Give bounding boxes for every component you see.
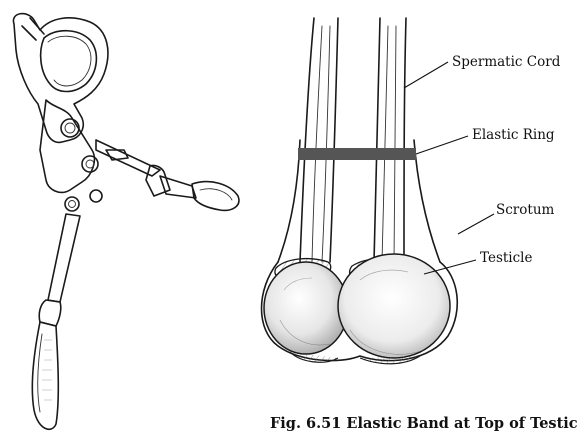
figure-caption: Fig. 6.51 Elastic Band at Top of Testic: [270, 415, 578, 432]
label-scrotum: Scrotum: [458, 202, 555, 234]
scrotum-diagram: [262, 18, 458, 364]
label-scrotum-text: Scrotum: [496, 202, 555, 218]
label-elastic-ring: Elastic Ring: [416, 127, 555, 154]
label-elastic-ring-text: Elastic Ring: [472, 127, 555, 143]
label-spermatic-cord-text: Spermatic Cord: [452, 54, 561, 70]
label-spermatic-cord: Spermatic Cord: [404, 54, 561, 88]
testicle-right: [338, 254, 450, 358]
elastrator-pliers-icon: [13, 14, 238, 430]
elastic-ring-band: [298, 148, 416, 160]
label-testicle-text: Testicle: [480, 250, 532, 266]
testicle-left: [264, 262, 348, 354]
